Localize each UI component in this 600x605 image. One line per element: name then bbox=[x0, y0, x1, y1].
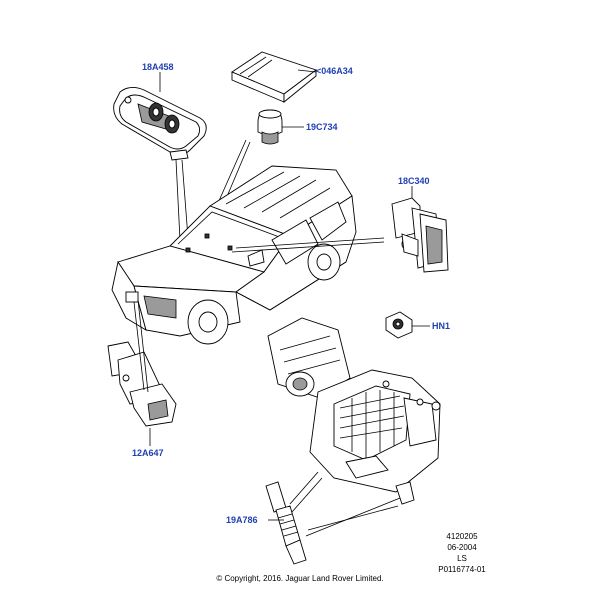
callout-19A786[interactable]: 19A786 bbox=[226, 515, 258, 525]
part-18A458-seal-plate[interactable] bbox=[113, 87, 207, 161]
leader-18A458-a bbox=[181, 159, 189, 239]
part-19C734-sensor[interactable] bbox=[257, 109, 283, 145]
part-12A647-sensor-bracket[interactable] bbox=[107, 341, 177, 427]
callout-18A458[interactable]: 18A458 bbox=[142, 62, 174, 72]
callout-18C340[interactable]: 18C340 bbox=[398, 176, 430, 186]
leader-19A786-d bbox=[307, 505, 399, 531]
callout-12A647[interactable]: 12A647 bbox=[132, 448, 164, 458]
callout-HN1[interactable]: HN1 bbox=[432, 321, 451, 331]
vehicle-illustration bbox=[111, 165, 357, 345]
diagram-initials: LS bbox=[457, 554, 467, 563]
leader-19A786-b bbox=[291, 477, 323, 513]
diagram-code: 4120205 bbox=[446, 532, 478, 541]
leader-19A786-c bbox=[305, 497, 401, 537]
diagram-date: 06-2004 bbox=[447, 543, 477, 552]
part-HN1-nut[interactable] bbox=[385, 311, 413, 339]
leader-12A647-a bbox=[137, 299, 149, 393]
leader-19A786-a bbox=[289, 471, 319, 505]
callout-19C734[interactable]: 19C734 bbox=[306, 122, 338, 132]
copyright-notice: © Copyright, 2016. Jaguar Land Rover Lim… bbox=[216, 574, 384, 583]
hvac-assembly bbox=[267, 317, 441, 505]
part-18C340-actuator[interactable] bbox=[391, 197, 449, 273]
leader-046A34 bbox=[297, 69, 317, 73]
leader-12A647-b bbox=[133, 301, 145, 391]
diagram-ref: P0116774-01 bbox=[438, 565, 486, 574]
part-046A34-filter-pad[interactable] bbox=[231, 51, 317, 103]
part-19A786-duct[interactable] bbox=[265, 481, 307, 565]
leader-18C340-b bbox=[231, 241, 385, 253]
callout-046A34[interactable]: <046A34 bbox=[316, 66, 353, 76]
leader-18C340-a bbox=[235, 237, 385, 249]
leader-18A458-b bbox=[175, 159, 181, 241]
